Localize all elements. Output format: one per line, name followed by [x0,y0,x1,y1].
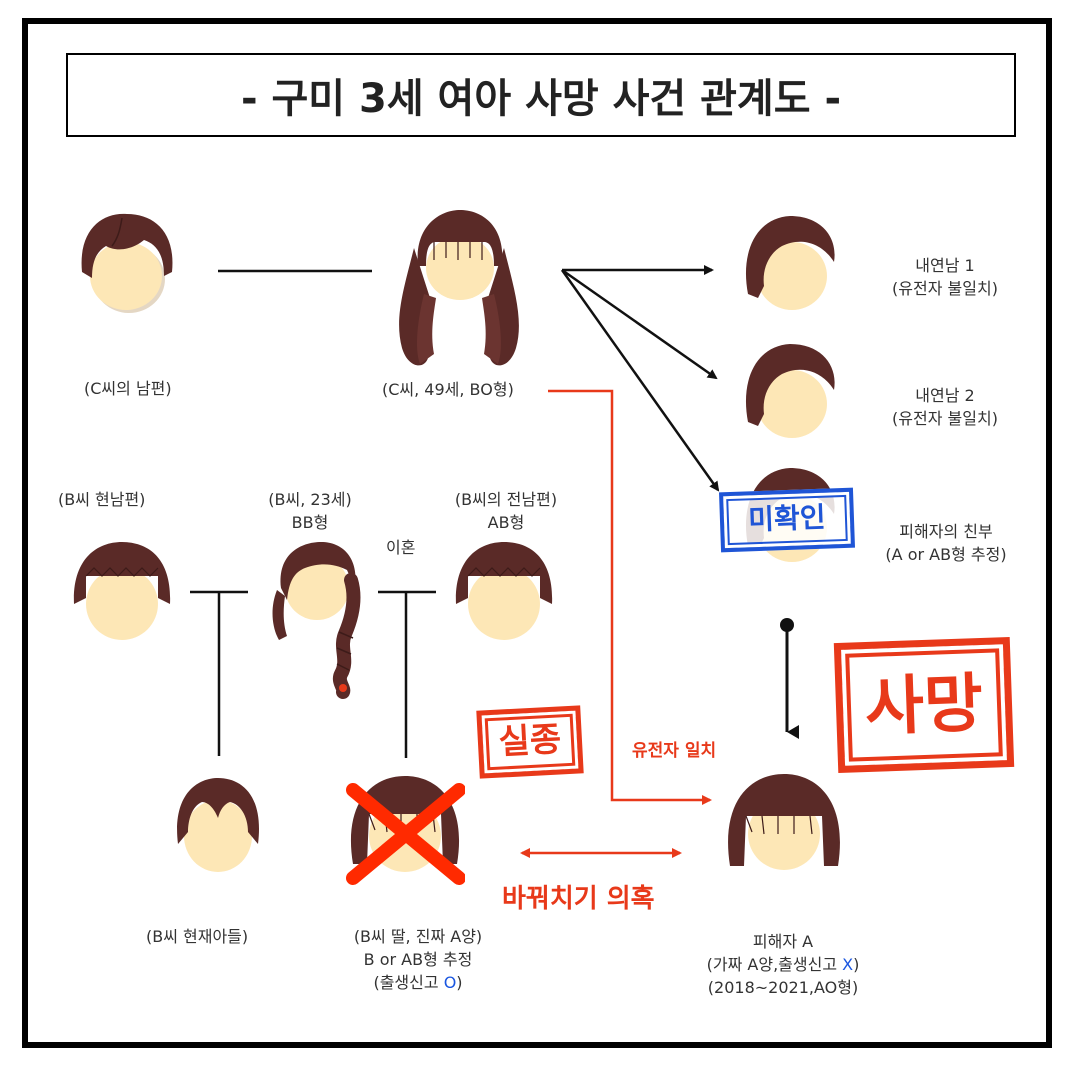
dna-match-label: 유전자 일치 [632,741,717,761]
diagram-frame [22,18,1052,1048]
lover2-label: 내연남 2(유전자 불일치) [892,386,998,428]
page-title: - 구미 3세 여아 사망 사건 관계도 - [66,53,1016,137]
birth-registered-mark: O [443,973,457,992]
cross-out-mark [346,783,465,885]
birth-unregistered-mark: X [842,955,854,974]
arrow-to-bio-father [560,269,720,492]
c-woman-label: (C씨, 49세, BO형) [382,380,514,399]
bio-father-label: 피해자의 친부(A or AB형 추정) [885,522,1007,564]
b-daughter-label: (B씨 딸, 진짜 A양) B or AB형 추정 (출생신고 O) [353,927,483,992]
b-current-husband-avatar [73,542,171,640]
b-woman-label: (B씨, 23세)BB형 [268,490,352,532]
missing-stamp: 실종 [476,705,584,779]
victim-label: 피해자 A (가짜 A양,출생신고 X) (2018~2021,AO형) [706,932,860,997]
c-woman-avatar [399,210,519,366]
b-son-label: (B씨 현재아들) [146,927,249,946]
arrow-to-lover2 [561,268,718,380]
dna-match-line [548,389,712,805]
c-husband-label: (C씨의 남편) [84,379,172,398]
victim-avatar [728,774,840,870]
b-son-avatar [177,778,259,872]
swap-suspicion-label: 바꿔치기 의혹 [502,884,655,914]
b-current-husband-label: (B씨 현남편) [58,490,146,509]
lover1-avatar [745,216,835,310]
c-husband-avatar [81,213,173,313]
b-woman-avatar [272,542,361,699]
lover1-label: 내연남 1(유전자 불일치) [892,256,998,298]
divorce-label: 이혼 [386,538,416,557]
unconfirmed-stamp: 미확인 [718,487,856,553]
lover2-avatar [745,344,835,438]
b-ex-husband-label: (B씨의 전남편)AB형 [454,490,558,532]
death-stamp: 사망 [833,636,1015,774]
b-ex-husband-avatar [455,542,553,640]
b-daughter-avatar [346,776,465,885]
